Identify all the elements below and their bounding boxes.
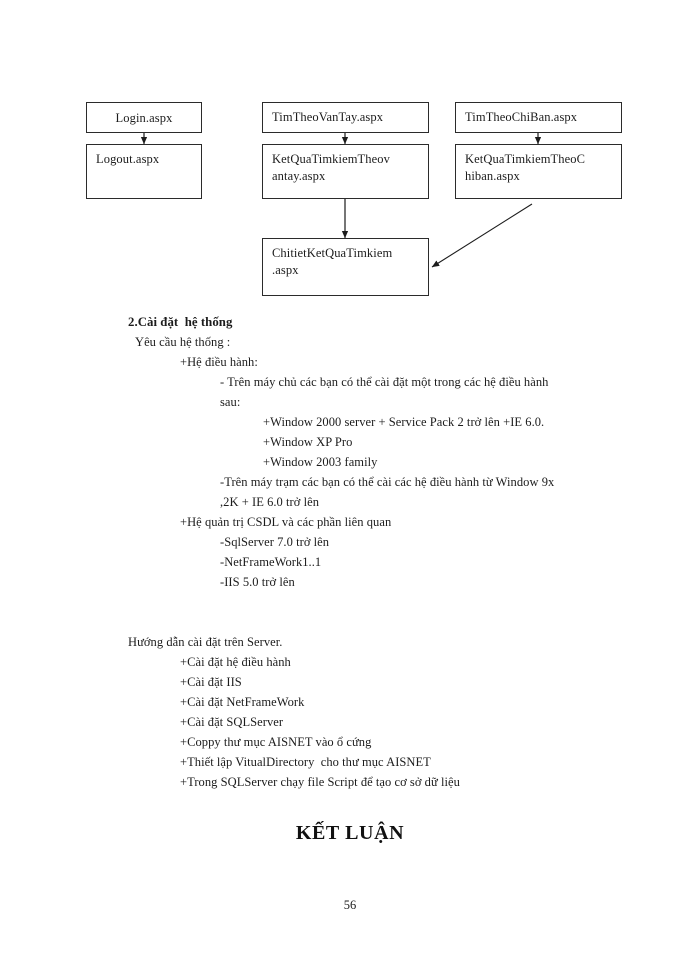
arrow-ketquachiban-to-chitiet [431,203,533,268]
install-step-netframework: +Cài đặt NetFrameWork [180,695,305,709]
text-line-tren-may-chu: - Trên máy chủ các bạn có thể cài đặt mộ… [220,375,549,389]
diagram-node-chitietketquatimkiem-line-1: ChitietKetQuaTimkiem [272,246,393,260]
diagram-node-ketquatimkiemtheochiban: KetQuaTimkiemTheoC hiban.aspx [455,144,622,199]
text-line-he-quan-tri-csdl: +Hệ quản trị CSDL và các phần liên quan [180,515,392,529]
text-line-tren-may-tram: -Trên máy trạm các bạn có thể cài các hệ… [220,475,555,489]
diagram-node-ketquatimkiemtheochiban-line-1: KetQuaTimkiemTheoC [465,152,586,166]
body-text-block: 2.Cài đặt hệ thống Yêu cầu hệ thống : +H… [0,312,700,792]
text-line-yeu-cau-he-thong: Yêu cầu hệ thống : [135,335,231,349]
chapter-title-ket-luan: KẾT LUẬN [295,822,405,844]
diagram-node-ketquatimkiemtheovantay: KetQuaTimkiemTheov antay.aspx [262,144,429,199]
text-line-window-xp-pro: +Window XP Pro [263,435,353,449]
diagram-node-login: Login.aspx [86,102,202,133]
site-map-diagram: Login.aspx Logout.aspx TimTheoVanTay.asp… [0,0,700,310]
diagram-node-timtheochiban: TimTheoChiBan.aspx [455,102,622,133]
diagram-node-chitietketquatimkiem: ChitietKetQuaTimkiem .aspx [262,238,429,296]
text-line-iis-50: -IIS 5.0 trở lên [220,575,295,589]
diagram-node-ketquatimkiemtheovantay-line-2: antay.aspx [272,169,326,183]
install-step-coppy-aisnet: +Coppy thư mục AISNET vào ổ cứng [180,735,372,749]
diagram-node-ketquatimkiemtheovantay-line-1: KetQuaTimkiemTheov [272,152,390,166]
text-line-window-2003-family: +Window 2003 family [263,455,378,469]
install-guide-heading: Hướng dẫn cài đặt trên Server. [128,635,283,649]
page-number: 56 [343,898,357,912]
text-line-he-dieu-hanh: +Hệ điều hành: [180,355,258,369]
text-line-sqlserver-70: -SqlServer 7.0 trở lên [220,535,330,549]
section-heading-cai-dat-he-thong: 2.Cài đặt hệ thống [128,315,233,329]
diagram-node-timtheovantay-line-1: TimTheoVanTay.aspx [272,110,384,124]
text-line-sau: sau: [220,395,241,409]
diagram-node-login-line-1: Login.aspx [115,111,173,125]
install-step-he-dieu-hanh: +Cài đặt hệ điều hành [180,655,291,669]
diagram-node-chitietketquatimkiem-line-2: .aspx [272,263,299,277]
diagram-node-logout-line-1: Logout.aspx [96,152,160,166]
text-line-window-2000-server: +Window 2000 server + Service Pack 2 trở… [263,415,545,429]
install-step-run-script: +Trong SQLServer chạy file Script để tạo… [180,775,460,789]
install-step-vitualdirectory: +Thiết lập VitualDirectory cho thư mục A… [180,755,431,769]
diagram-node-ketquatimkiemtheochiban-line-2: hiban.aspx [465,169,520,183]
install-step-iis: +Cài đặt IIS [180,675,242,689]
diagram-node-logout: Logout.aspx [86,144,202,199]
spacer-before-install-guide [0,592,700,612]
text-line-netframework: -NetFrameWork1..1 [220,555,322,569]
diagram-node-timtheochiban-line-1: TimTheoChiBan.aspx [465,110,578,124]
diagram-node-timtheovantay: TimTheoVanTay.aspx [262,102,429,133]
text-line-2k-ie-60: ,2K + IE 6.0 trở lên [220,495,320,509]
install-step-sqlserver: +Cài đặt SQLServer [180,715,284,729]
spacer-before-install-guide-2 [0,612,700,632]
